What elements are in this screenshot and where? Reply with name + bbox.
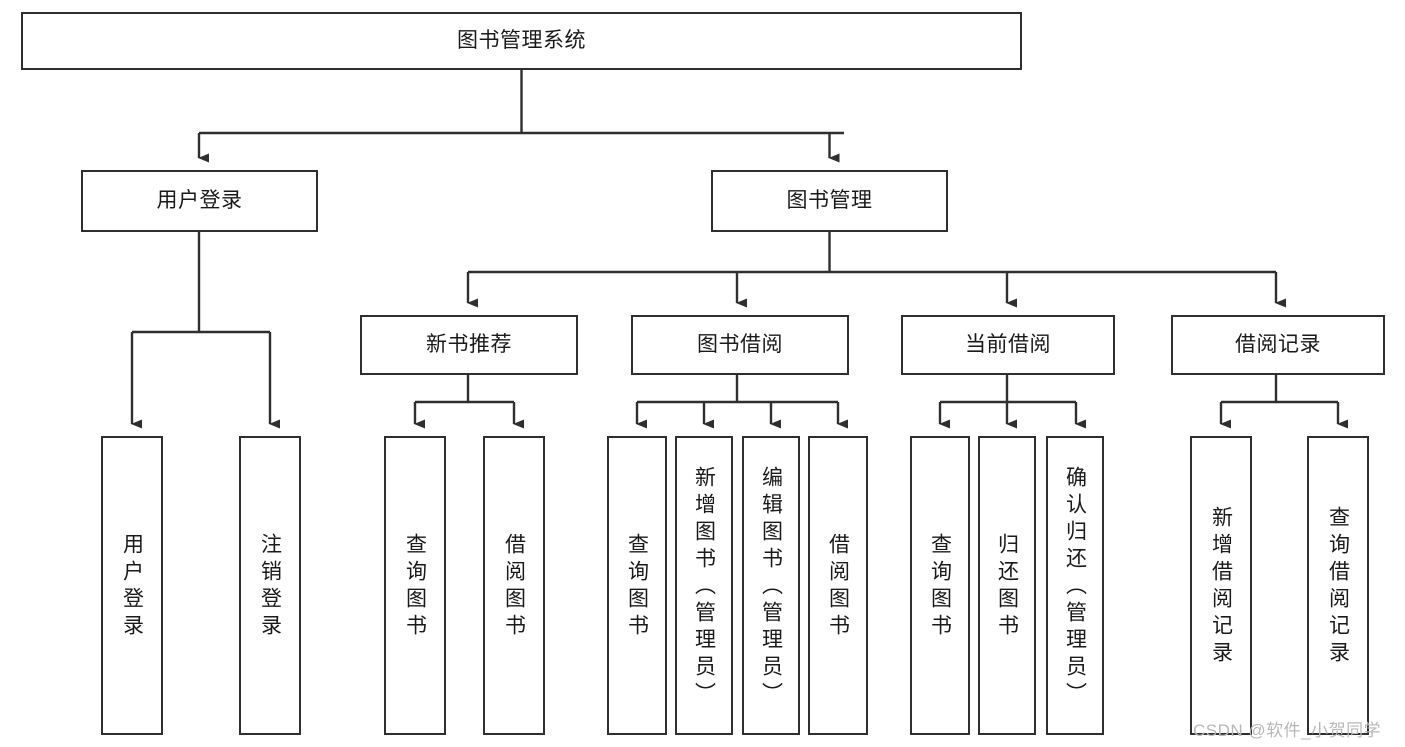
edges-new-book-recommend: [413, 375, 524, 429]
node-leaf-confirm-return[interactable]: 确认归还（管理员）: [1046, 436, 1104, 735]
node-label: 查询图书: [403, 533, 427, 641]
node-label: 借阅图书: [826, 533, 850, 641]
node-root-system[interactable]: 图书管理系统: [21, 12, 1022, 70]
node-label: 查询图书: [625, 533, 649, 641]
edges-root: [197, 70, 844, 163]
node-label: 新增借阅记录: [1209, 506, 1233, 668]
edges-book-borrow: [635, 375, 848, 429]
node-label: 图书管理系统: [457, 29, 586, 53]
node-label: 新书推荐: [426, 333, 512, 357]
edges-user-login: [130, 232, 280, 429]
node-label: 借阅图书: [502, 533, 526, 641]
node-leaf-user-logout[interactable]: 注销登录: [239, 436, 301, 735]
node-leaf-query-record[interactable]: 查询借阅记录: [1307, 436, 1369, 735]
node-leaf-return-book[interactable]: 归还图书: [978, 436, 1036, 735]
edges-current-borrow: [938, 375, 1086, 429]
node-leaf-query-book-1[interactable]: 查询图书: [384, 436, 446, 735]
node-label: 确认归还（管理员）: [1063, 465, 1087, 709]
node-borrow-record[interactable]: 借阅记录: [1171, 315, 1385, 375]
node-label: 注销登录: [258, 533, 282, 641]
edges-borrow-record: [1219, 375, 1348, 429]
edges-book-management: [466, 232, 1286, 308]
node-leaf-edit-book[interactable]: 编辑图书（管理员）: [742, 436, 800, 735]
node-label: 编辑图书（管理员）: [759, 465, 783, 709]
node-label: 新增图书（管理员）: [692, 465, 716, 709]
node-current-borrow[interactable]: 当前借阅: [901, 315, 1115, 375]
node-leaf-add-book[interactable]: 新增图书（管理员）: [675, 436, 733, 735]
node-leaf-add-record[interactable]: 新增借阅记录: [1190, 436, 1252, 735]
node-leaf-query-book-3[interactable]: 查询图书: [910, 436, 970, 735]
node-label: 当前借阅: [965, 333, 1051, 357]
node-label: 图书管理: [786, 189, 873, 213]
node-label: 查询图书: [928, 533, 952, 641]
node-label: 归还图书: [995, 533, 1019, 641]
node-label: 图书借阅: [697, 333, 783, 357]
node-user-login[interactable]: 用户登录: [81, 170, 318, 232]
node-label: 借阅记录: [1235, 333, 1321, 357]
node-leaf-borrow-book-2[interactable]: 借阅图书: [808, 436, 868, 735]
node-label: 查询借阅记录: [1326, 506, 1350, 668]
node-label: 用户登录: [156, 189, 243, 213]
node-leaf-borrow-book-1[interactable]: 借阅图书: [483, 436, 545, 735]
node-new-book-recommend[interactable]: 新书推荐: [360, 315, 578, 375]
node-label: 用户登录: [120, 533, 144, 641]
node-leaf-user-login[interactable]: 用户登录: [101, 436, 163, 735]
node-book-borrow[interactable]: 图书借阅: [631, 315, 849, 375]
node-book-management[interactable]: 图书管理: [711, 170, 948, 232]
node-leaf-query-book-2[interactable]: 查询图书: [607, 436, 667, 735]
